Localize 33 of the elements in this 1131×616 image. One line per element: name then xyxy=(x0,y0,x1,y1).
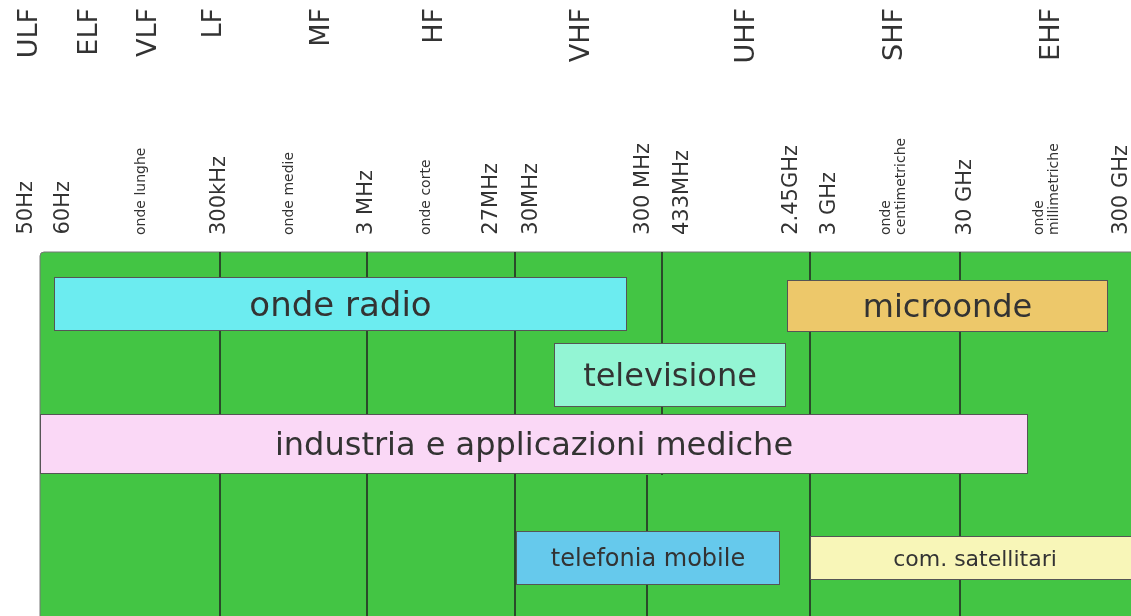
band-label: ELF xyxy=(73,8,103,56)
band-label: SHF xyxy=(878,8,908,61)
wave-type-label: onde lunghe xyxy=(132,146,148,235)
frequency-label: 3 MHz xyxy=(354,170,376,235)
band-label: ULF xyxy=(13,8,43,59)
frequency-label: 30 GHz xyxy=(953,158,975,235)
frequency-range-bar: industria e applicazioni mediche xyxy=(40,414,1028,474)
frequency-label: 30MHz xyxy=(519,163,541,235)
band-label: VHF xyxy=(565,8,595,63)
frequency-label: 300kHz xyxy=(207,155,229,235)
frequency-label: 433MHz xyxy=(670,150,692,235)
frequency-range-bar: onde radio xyxy=(54,277,627,331)
wave-type-label: onde centimetriche xyxy=(878,136,908,235)
frequency-range-bar: televisione xyxy=(554,343,786,407)
frequency-range-bar: com. satellitari xyxy=(810,536,1131,580)
band-label: EHF xyxy=(1035,8,1065,61)
band-label: LF xyxy=(197,8,227,39)
frequency-range-bar: telefonia mobile xyxy=(516,531,780,585)
frequency-label: 300 MHz xyxy=(631,143,653,235)
frequency-label: 27MHz xyxy=(479,163,501,235)
frequency-label: 60Hz xyxy=(51,181,73,235)
frequency-label: 50Hz xyxy=(14,181,36,235)
frequency-label: 300 GHz xyxy=(1109,145,1131,235)
wave-type-label: onde corte xyxy=(417,158,433,235)
band-label: VLF xyxy=(132,8,162,58)
wave-type-label: onde medie xyxy=(280,150,296,235)
frequency-label: 3 GHz xyxy=(817,171,839,235)
frequency-range-bar: microonde xyxy=(787,280,1108,332)
band-label: MF xyxy=(305,8,335,47)
band-label: UHF xyxy=(730,8,760,64)
frequency-label: 2.45GHz xyxy=(779,145,801,235)
wave-type-label: onde millimetriche xyxy=(1031,142,1061,235)
band-label: HF xyxy=(418,8,448,44)
